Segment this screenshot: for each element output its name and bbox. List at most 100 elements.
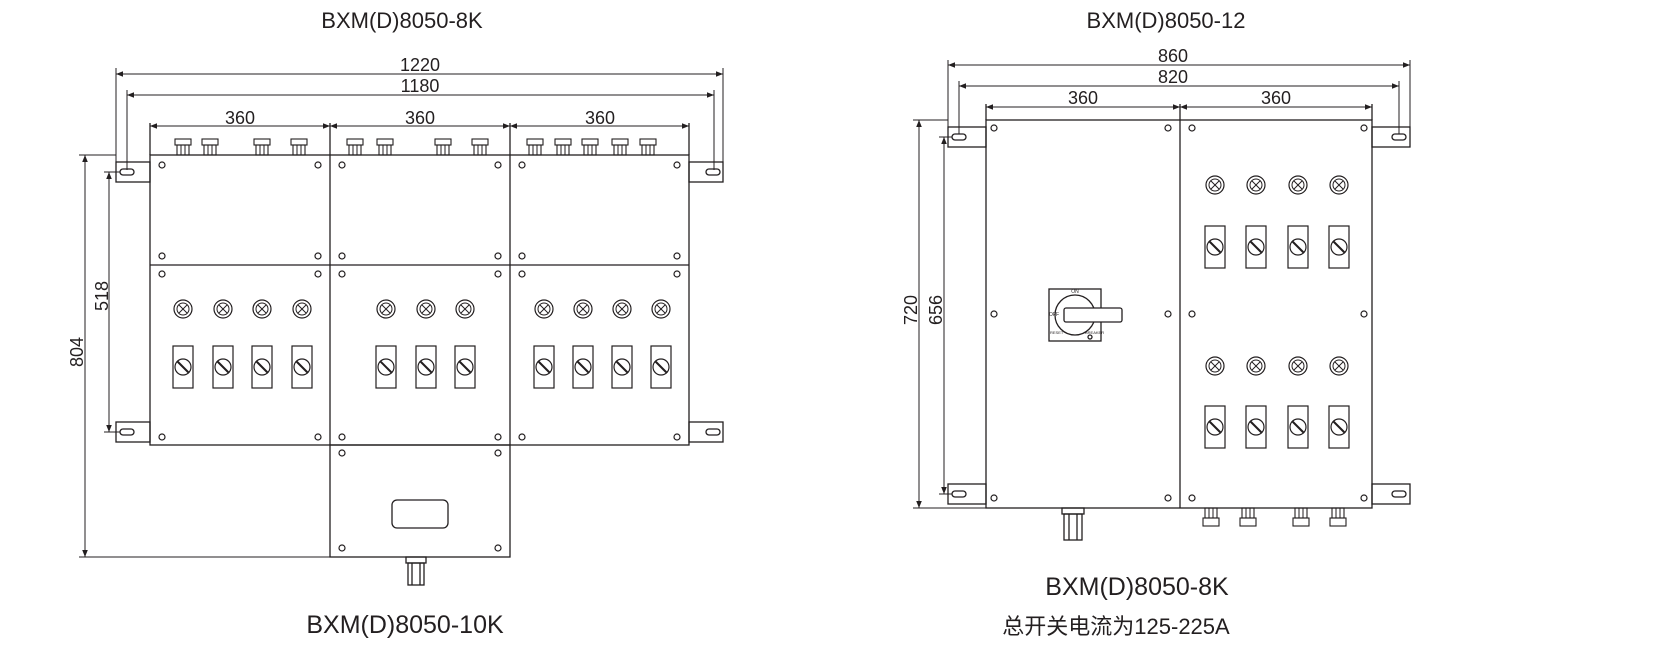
indicator-lamp <box>1329 175 1349 195</box>
screw <box>494 433 502 441</box>
screw <box>314 252 322 260</box>
screw <box>990 124 998 132</box>
indicator-lamp <box>292 299 312 319</box>
selector-switch <box>572 345 594 389</box>
indicator-lamp <box>252 299 272 319</box>
left-bracket-tr <box>688 161 724 183</box>
left-slot-br <box>705 428 721 436</box>
indicator-lamp <box>1288 175 1308 195</box>
indicator-lamp <box>1205 175 1225 195</box>
indicator-lamp <box>534 299 554 319</box>
indicator-lamp <box>173 299 193 319</box>
dim-360-right-2: 360 <box>1261 88 1291 108</box>
screw <box>990 310 998 318</box>
cable-gland <box>581 138 599 156</box>
caption-bottom-right-note: 总开关电流为125-225A <box>1002 614 1230 639</box>
right-enclosure-drawing <box>947 104 1411 541</box>
dim-360-left-2: 360 <box>405 108 435 128</box>
selector-switch <box>1245 405 1267 449</box>
cable-gland <box>201 138 219 156</box>
cable-gland <box>611 138 629 156</box>
screw <box>1360 494 1368 502</box>
dim-360-left-3: 360 <box>585 108 615 128</box>
left-nameplate <box>391 499 449 529</box>
dim-656: 656 <box>926 295 946 325</box>
indicator-lamp <box>1288 356 1308 376</box>
cable-gland <box>1329 507 1347 527</box>
selector-switch <box>291 345 313 389</box>
dim-518: 518 <box>92 281 112 311</box>
left-bracket-bl <box>115 421 151 443</box>
dim-360-right-1: 360 <box>1068 88 1098 108</box>
indicator-lamp <box>651 299 671 319</box>
selector-switch <box>650 345 672 389</box>
left-main-body <box>149 154 690 446</box>
cable-gland <box>174 138 192 156</box>
screw <box>338 161 346 169</box>
cable-gland <box>434 138 452 156</box>
screw <box>518 270 526 278</box>
cable-gland <box>554 138 572 156</box>
screw <box>1164 494 1172 502</box>
left-bracket-tl <box>115 161 151 183</box>
right-bracket-tr <box>1371 126 1411 148</box>
screw <box>1164 124 1172 132</box>
screw <box>1360 124 1368 132</box>
indicator-lamp <box>1329 356 1349 376</box>
switch-markings: ON OFF RESET BREAKER <box>1049 289 1104 335</box>
right-dimensions <box>913 60 1411 509</box>
cable-gland <box>1292 507 1310 527</box>
left-enclosure-drawing <box>115 123 724 586</box>
screw <box>1188 494 1196 502</box>
cable-gland <box>526 138 544 156</box>
screw <box>518 433 526 441</box>
screw <box>673 161 681 169</box>
screw <box>338 449 346 457</box>
switch-label-breaker: BREAKER <box>1085 330 1104 335</box>
screw <box>338 433 346 441</box>
screw <box>158 433 166 441</box>
left-components <box>158 138 681 552</box>
right-bottom-glands <box>1061 507 1085 541</box>
screw <box>494 252 502 260</box>
selector-switch <box>1287 405 1309 449</box>
cable-gland <box>290 138 308 156</box>
selector-switch <box>454 345 476 389</box>
switch-label-reset: RESET <box>1050 330 1064 335</box>
indicator-lamp <box>213 299 233 319</box>
screw <box>518 161 526 169</box>
screw <box>494 161 502 169</box>
screw <box>158 252 166 260</box>
selector-switch <box>1328 405 1350 449</box>
dim-820: 820 <box>1158 67 1188 87</box>
caption-top-right: BXM(D)8050-12 <box>1087 8 1246 33</box>
screw <box>673 270 681 278</box>
screw <box>314 433 322 441</box>
indicator-lamp <box>376 299 396 319</box>
right-bracket-tl <box>947 126 987 148</box>
right-components <box>990 124 1368 527</box>
left-dimension-labels: 1220 1180 360 360 360 804 518 <box>67 55 615 367</box>
dim-360-left-1: 360 <box>225 108 255 128</box>
cable-gland <box>253 138 271 156</box>
caption-bottom-right-model: BXM(D)8050-8K <box>1045 573 1229 601</box>
screw <box>494 544 502 552</box>
left-bracket-br <box>688 421 724 443</box>
dim-1180: 1180 <box>401 76 440 96</box>
selector-switch <box>415 345 437 389</box>
indicator-lamp <box>612 299 632 319</box>
screw <box>338 270 346 278</box>
selector-switch <box>1204 405 1226 449</box>
dim-720: 720 <box>901 295 921 325</box>
selector-switch <box>172 345 194 389</box>
indicator-lamp <box>573 299 593 319</box>
screw <box>673 433 681 441</box>
indicator-lamp <box>416 299 436 319</box>
right-bracket-bl <box>947 483 987 505</box>
selector-switch <box>375 345 397 389</box>
selector-switch <box>533 345 555 389</box>
cable-gland <box>471 138 489 156</box>
selector-switch <box>251 345 273 389</box>
indicator-lamp <box>1246 175 1266 195</box>
